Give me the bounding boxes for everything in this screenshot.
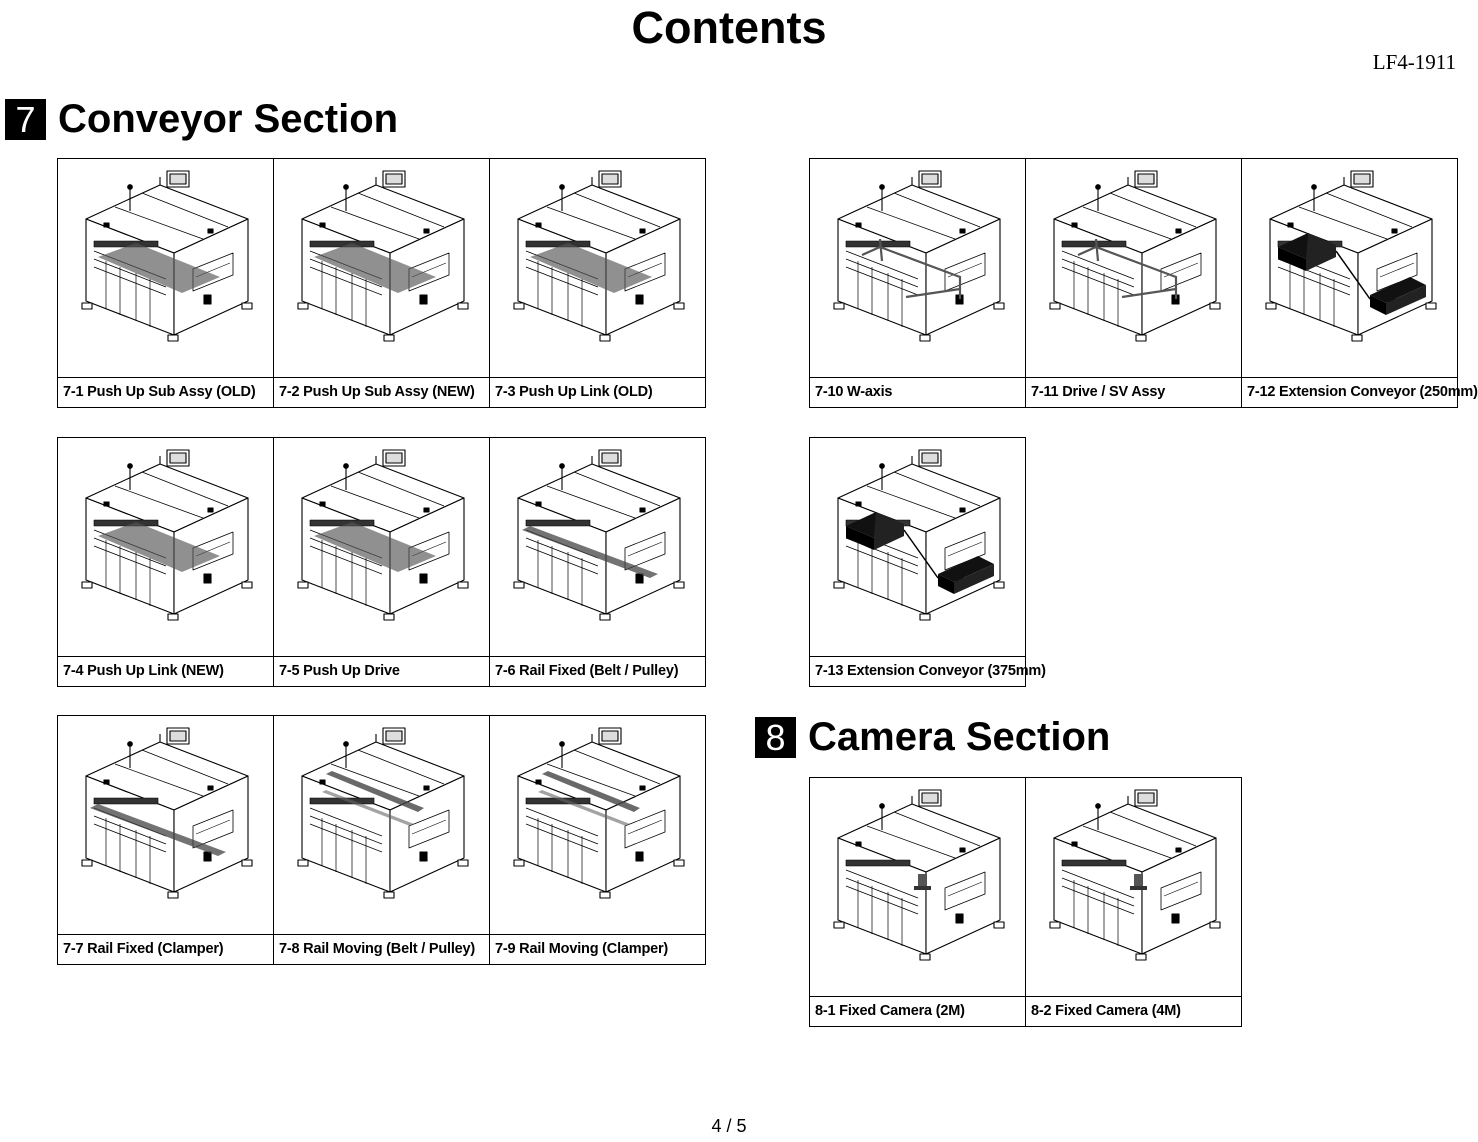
section-title: Camera Section (808, 714, 1111, 759)
contents-item[interactable]: 7-9 Rail Moving (Clamper) (490, 716, 705, 964)
item-label: 7-10 W-axis (815, 384, 893, 400)
page-number: 4 / 5 (711, 1116, 747, 1136)
item-illustration-frame (274, 438, 489, 657)
contents-grid: 7-10 W-axis 7-11 Drive / SV Assy (809, 158, 1478, 408)
machine-illustration (833, 789, 1005, 961)
item-illustration-frame (810, 438, 1025, 657)
item-illustration-frame (58, 438, 273, 657)
item-illustration-frame (490, 438, 705, 657)
machine-illustration (1265, 170, 1437, 342)
item-label: 7-1 Push Up Sub Assy (OLD) (63, 384, 256, 400)
contents-item[interactable]: 7-10 W-axis (810, 159, 1026, 407)
section-8-header: 8 Camera Section (755, 715, 1110, 759)
contents-item[interactable]: 7-8 Rail Moving (Belt / Pulley) (274, 716, 490, 964)
machine-illustration (81, 449, 253, 621)
machine-illustration (1049, 789, 1221, 961)
contents-item[interactable]: 8-1 Fixed Camera (2M) (810, 778, 1026, 1026)
section-number-badge: 7 (5, 98, 46, 140)
machine-illustration (1049, 170, 1221, 342)
machine-illustration (833, 449, 1005, 621)
item-label: 8-2 Fixed Camera (4M) (1031, 1003, 1181, 1019)
machine-illustration (833, 170, 1005, 342)
section-7-header: 7 Conveyor Section (5, 97, 398, 141)
item-label: 7-12 Extension Conveyor (250mm) (1247, 384, 1478, 400)
item-label: 7-2 Push Up Sub Assy (NEW) (279, 384, 475, 400)
contents-item[interactable]: 7-5 Push Up Drive (274, 438, 490, 686)
machine-illustration (513, 449, 685, 621)
item-label: 8-1 Fixed Camera (2M) (815, 1003, 965, 1019)
item-illustration-frame (1026, 159, 1241, 378)
contents-grid: 7-1 Push Up Sub Assy (OLD) 7-2 Push Up S… (57, 158, 706, 408)
item-label: 7-9 Rail Moving (Clamper) (495, 941, 669, 957)
item-illustration-frame (1242, 159, 1457, 378)
item-illustration-frame (810, 159, 1025, 378)
contents-item[interactable]: 7-3 Push Up Link (OLD) (490, 159, 705, 407)
machine-illustration (513, 727, 685, 899)
contents-grid: 7-13 Extension Conveyor (375mm) (809, 437, 1046, 687)
item-label: 7-7 Rail Fixed (Clamper) (63, 941, 224, 957)
item-illustration-frame (274, 716, 489, 935)
item-illustration-frame (1026, 778, 1241, 997)
item-illustration-frame (490, 159, 705, 378)
contents-item[interactable]: 7-12 Extension Conveyor (250mm) (1242, 159, 1478, 407)
machine-illustration (297, 727, 469, 899)
document-code: LF4-1911 (1372, 50, 1456, 74)
item-illustration-frame (58, 159, 273, 378)
item-label: 7-3 Push Up Link (OLD) (495, 384, 653, 400)
contents-item[interactable]: 7-4 Push Up Link (NEW) (58, 438, 274, 686)
contents-item[interactable]: 7-11 Drive / SV Assy (1026, 159, 1242, 407)
contents-grid: 7-7 Rail Fixed (Clamper) 7-8 Rail Moving… (57, 715, 706, 965)
item-illustration-frame (58, 716, 273, 935)
machine-illustration (513, 170, 685, 342)
item-label: 7-5 Push Up Drive (279, 663, 400, 679)
contents-item[interactable]: 7-13 Extension Conveyor (375mm) (810, 438, 1046, 686)
contents-item[interactable]: 7-7 Rail Fixed (Clamper) (58, 716, 274, 964)
contents-item[interactable]: 7-2 Push Up Sub Assy (NEW) (274, 159, 490, 407)
item-illustration-frame (274, 159, 489, 378)
item-illustration-frame (490, 716, 705, 935)
item-illustration-frame (810, 778, 1025, 997)
section-title: Conveyor Section (58, 96, 399, 141)
machine-illustration (297, 449, 469, 621)
item-label: 7-4 Push Up Link (NEW) (63, 663, 224, 679)
contents-item[interactable]: 7-6 Rail Fixed (Belt / Pulley) (490, 438, 705, 686)
section-number-badge: 8 (755, 716, 796, 758)
machine-illustration (81, 170, 253, 342)
item-label: 7-6 Rail Fixed (Belt / Pulley) (495, 663, 679, 679)
machine-illustration (81, 727, 253, 899)
page-title: Contents (631, 2, 827, 53)
contents-grid: 8-1 Fixed Camera (2M) 8-2 Fixed Camera (… (809, 777, 1242, 1027)
item-label: 7-8 Rail Moving (Belt / Pulley) (279, 941, 476, 957)
contents-item[interactable]: 8-2 Fixed Camera (4M) (1026, 778, 1241, 1026)
contents-item[interactable]: 7-1 Push Up Sub Assy (OLD) (58, 159, 274, 407)
item-label: 7-13 Extension Conveyor (375mm) (815, 663, 1046, 679)
contents-grid: 7-4 Push Up Link (NEW) 7-5 Push Up Drive… (57, 437, 706, 687)
machine-illustration (297, 170, 469, 342)
item-label: 7-11 Drive / SV Assy (1031, 384, 1166, 400)
